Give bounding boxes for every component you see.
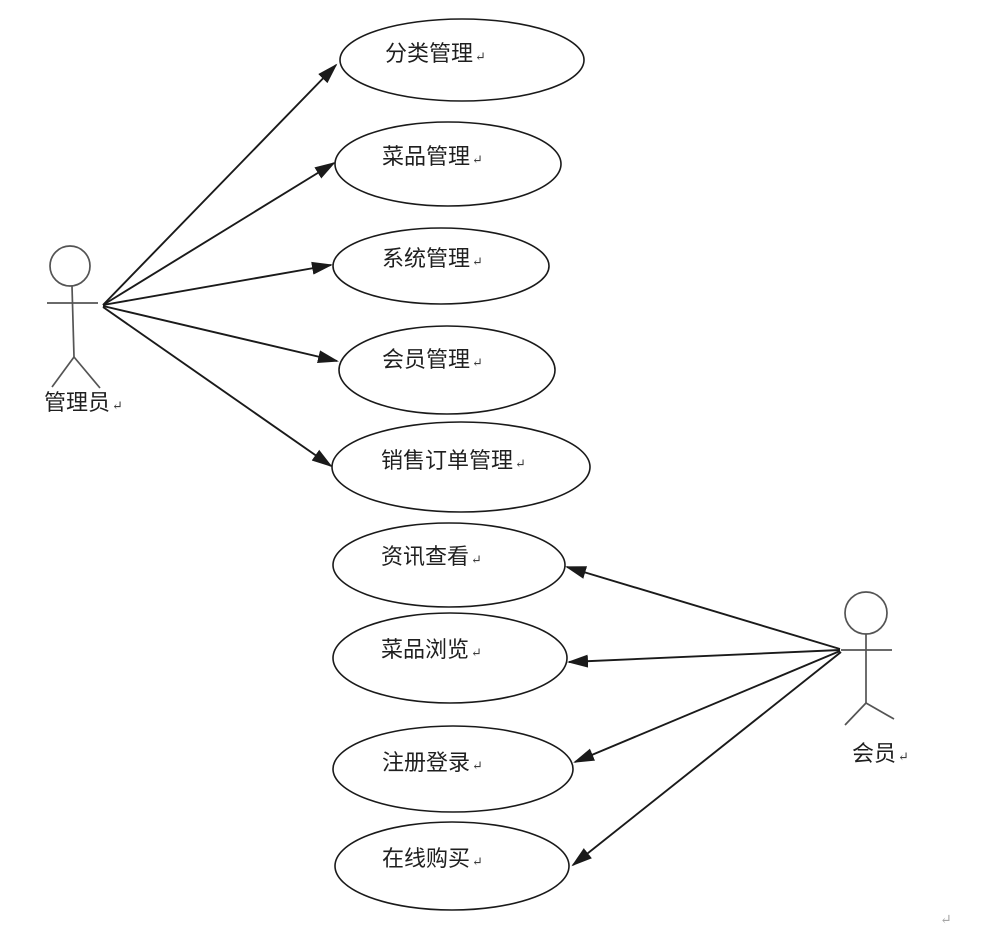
- use-case-label: 销售订单管理↵: [381, 448, 526, 473]
- member-associations: [565, 566, 842, 867]
- use-case-register-login: 注册登录↵: [332, 725, 574, 813]
- use-case-ellipse: [338, 325, 556, 415]
- stick-figure-body: [71, 285, 75, 358]
- stick-figure-left-leg: [844, 702, 867, 726]
- use-case-news-view: 资讯查看↵: [332, 522, 566, 608]
- use-case-label-text: 会员管理: [382, 347, 470, 372]
- use-case-ellipse: [339, 18, 585, 102]
- use-case-ellipse: [332, 612, 568, 704]
- arrow-admin-to-member-mgmt: [102, 305, 339, 363]
- actor-label-text: 管理员: [44, 390, 110, 415]
- paragraph-mark-icon: ↵: [112, 398, 123, 413]
- use-case-dish-browse: 菜品浏览↵: [332, 612, 568, 704]
- use-case-ellipse: [332, 227, 550, 305]
- stick-figure-head-icon: [844, 591, 888, 635]
- paragraph-mark-icon: ↵: [471, 552, 482, 567]
- paragraph-mark-icon: ↵: [472, 758, 483, 773]
- use-case-ellipse: [334, 121, 562, 207]
- use-case-label-text: 菜品管理: [382, 144, 470, 169]
- stick-figure-right-leg: [73, 356, 101, 389]
- use-case-label-text: 注册登录: [382, 750, 470, 775]
- paragraph-mark-icon: ↵: [472, 355, 483, 370]
- use-case-sales-order-mgmt: 销售订单管理↵: [331, 421, 591, 513]
- arrow-admin-to-dish-mgmt: [102, 161, 336, 306]
- arrow-member-to-news-view: [565, 566, 841, 650]
- use-case-ellipse: [332, 725, 574, 813]
- use-case-label: 注册登录↵: [382, 750, 483, 775]
- paragraph-mark-icon: ↵: [471, 645, 482, 660]
- arrow-member-to-register-login: [573, 650, 841, 763]
- paragraph-mark-icon: ↵: [472, 854, 483, 869]
- arrow-member-to-dish-browse: [567, 649, 841, 668]
- paragraph-mark-icon: ↵: [475, 49, 486, 64]
- use-case-member-mgmt: 会员管理↵: [338, 325, 556, 415]
- use-case-ellipse: [334, 821, 570, 911]
- arrow-admin-to-system-mgmt: [102, 261, 333, 306]
- paragraph-mark-icon: ↵: [515, 456, 526, 471]
- actor-member: 会员↵: [841, 591, 909, 766]
- use-case-label: 菜品管理↵: [382, 144, 483, 169]
- paragraph-mark-icon: ↵: [472, 152, 483, 167]
- use-case-label-text: 系统管理: [382, 246, 470, 271]
- use-case-label: 系统管理↵: [382, 246, 483, 271]
- page-paragraph-mark-icon: ↵: [940, 913, 952, 927]
- use-case-label-text: 分类管理: [385, 41, 473, 66]
- use-case-label-text: 在线购买: [382, 846, 470, 871]
- use-case-label: 在线购买↵: [382, 846, 483, 871]
- use-case-label: 菜品浏览↵: [381, 637, 482, 662]
- use-case-label-text: 菜品浏览: [381, 637, 469, 662]
- actor-member-label: 会员↵: [852, 741, 909, 766]
- use-case-label: 会员管理↵: [382, 347, 483, 372]
- stick-figure-head-icon: [49, 245, 91, 287]
- arrow-admin-to-sales-order-mgmt: [102, 306, 333, 468]
- use-case-label-text: 资讯查看: [381, 544, 469, 569]
- actor-admin-label: 管理员↵: [44, 390, 123, 415]
- admin-associations: [102, 63, 339, 468]
- actor-admin: 管理员↵: [44, 245, 123, 415]
- stick-figure-right-leg: [865, 702, 895, 720]
- paragraph-mark-icon: ↵: [898, 749, 909, 764]
- paragraph-mark-icon: ↵: [472, 254, 483, 269]
- use-case-label: 分类管理↵: [385, 41, 486, 66]
- actor-label-text: 会员: [852, 741, 896, 766]
- use-case-ellipse: [332, 522, 566, 608]
- use-case-category-mgmt: 分类管理↵: [339, 18, 585, 102]
- use-case-system-mgmt: 系统管理↵: [332, 227, 550, 305]
- use-case-ellipse: [331, 421, 591, 513]
- use-case-online-purchase: 在线购买↵: [334, 821, 570, 911]
- arrow-admin-to-category-mgmt: [102, 63, 338, 306]
- stick-figure-left-leg: [51, 356, 75, 388]
- use-case-label-text: 销售订单管理: [381, 448, 513, 473]
- use-case-dish-mgmt: 菜品管理↵: [334, 121, 562, 207]
- arrow-member-to-online-purchase: [571, 651, 842, 867]
- use-case-label: 资讯查看↵: [381, 544, 482, 569]
